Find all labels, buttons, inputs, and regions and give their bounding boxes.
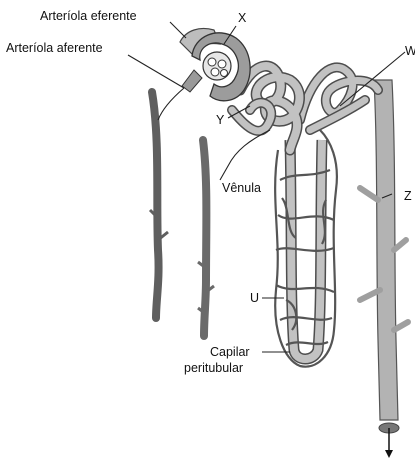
renal-corpuscle (180, 29, 250, 101)
label-x: X (238, 11, 247, 25)
peritubular-capillary-network (275, 130, 337, 367)
distal-tubule (300, 67, 378, 130)
collecting-duct (360, 80, 408, 458)
vein-vessel (203, 140, 206, 336)
label-afferent-arteriole: Arteríola aferente (6, 41, 103, 55)
label-z: Z (404, 189, 412, 203)
label-y: Y (216, 113, 225, 127)
label-w: W (405, 44, 415, 58)
left-blood-vessels (150, 92, 214, 336)
label-u: U (250, 291, 259, 305)
afferent-arteriole-vessel (182, 70, 202, 92)
label-venula: Vênula (222, 181, 261, 195)
label-capilar: Capilar (210, 345, 250, 359)
label-peritubular: peritubular (184, 361, 243, 375)
label-efferent-arteriole: Arteríola eferente (40, 9, 137, 23)
artery-vessel (152, 92, 159, 318)
